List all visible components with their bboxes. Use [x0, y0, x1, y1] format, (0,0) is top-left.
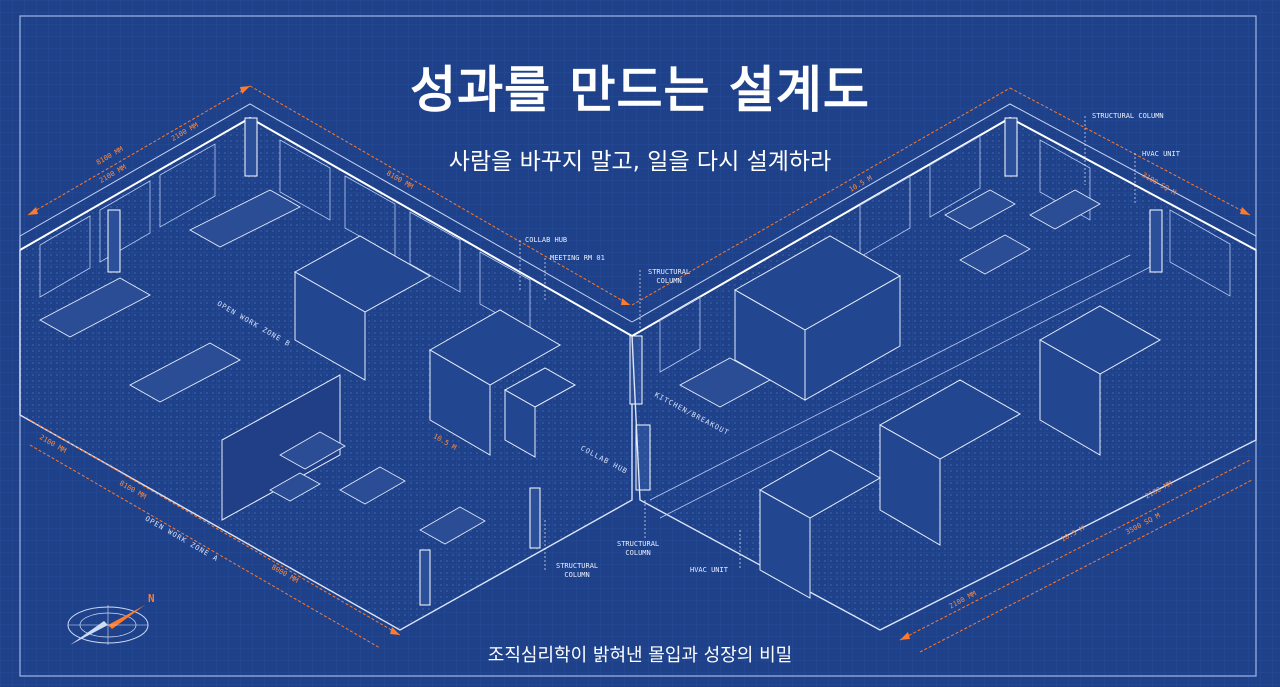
footer-caption: 조직심리학이 밝혀낸 몰입과 성장의 비밀 [487, 645, 793, 666]
compass-north-label: N [148, 592, 155, 605]
label-hvac-unit-bottom: HVAC UNIT [690, 566, 728, 574]
page-title: 성과를 만드는 설계도 [410, 61, 870, 119]
compass-icon [67, 605, 149, 645]
label-structural-column-bottom: STRUCTURAL COLUMN [617, 540, 660, 557]
label-structural-column-top: STRUCTURAL COLUMN [648, 268, 691, 285]
label-structural-column-right: STRUCTURAL COLUMN [1092, 112, 1164, 120]
label-structural-column-bottom-left: STRUCTURAL COLUMN [556, 562, 599, 579]
label-hvac-unit-right: HVAC UNIT [1142, 150, 1180, 158]
page-subtitle: 사람을 바꾸지 말고, 일을 다시 설계하라 [448, 149, 832, 175]
label-meeting-room: MEETING RM 01 [550, 254, 605, 262]
label-collab-hub: COLLAB HUB [525, 236, 568, 244]
